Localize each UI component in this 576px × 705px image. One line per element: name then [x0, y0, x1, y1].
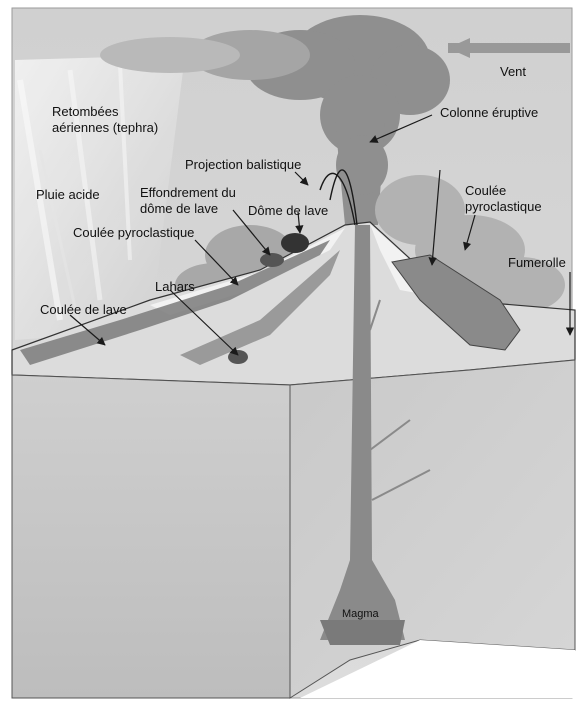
lahar-blob	[228, 350, 248, 364]
label-pluie-acide: Pluie acide	[36, 187, 100, 203]
collapsed-dome	[260, 253, 284, 267]
label-magma: Magma	[342, 606, 379, 622]
label-fumerolle: Fumerolle	[508, 255, 566, 271]
label-dome-de-lave: Dôme de lave	[248, 203, 328, 219]
label-lahars: Lahars	[155, 279, 195, 295]
label-coulee-pyroclastique-right: Coulée pyroclastique	[465, 183, 542, 215]
label-effondrement-dome: Effondrement du dôme de lave	[140, 185, 236, 217]
lava-dome	[281, 233, 309, 253]
label-coulee-pyroclastique-left: Coulée pyroclastique	[73, 225, 194, 241]
label-colonne-eruptive: Colonne éruptive	[440, 105, 538, 121]
label-vent: Vent	[500, 64, 526, 80]
cliff-left	[12, 375, 290, 698]
label-retombees-aeriennes: Retombées aériennes (tephra)	[52, 104, 158, 136]
label-coulee-de-lave: Coulée de lave	[40, 302, 127, 318]
label-projection-balistique: Projection balistique	[185, 157, 301, 173]
magma-chamber	[320, 620, 405, 645]
